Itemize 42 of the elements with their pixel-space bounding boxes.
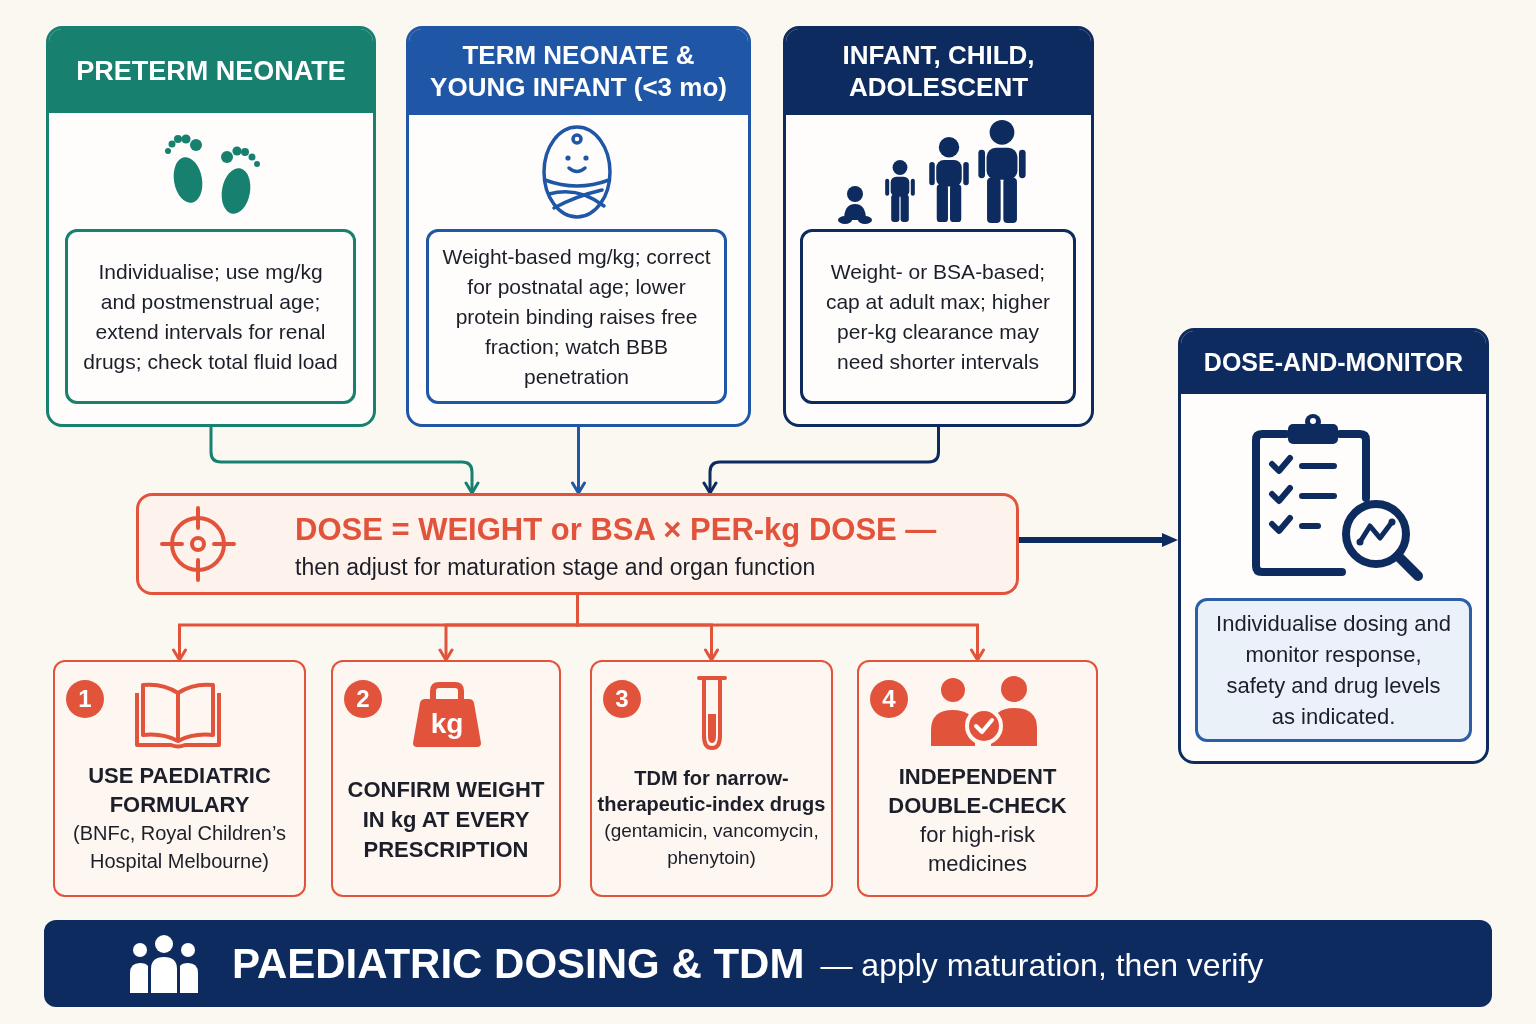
step-number: 4 [870,680,908,718]
step-note: (gentamicin, vancomycin, phenytoin) [603,818,820,870]
guidance-text: Individualise; use mg/kg and postmenstrual age; extend intervals for renal drugs; check total fluid load [82,258,339,375]
step-title: USE PAEDIATRIC FORMULARY [87,761,272,819]
guidance-text: Weight-based mg/kg; correct for postnatal age; lower protein binding raises free fraction; watch BBB penetration [441,243,712,390]
arrow [209,427,480,495]
panel-header: PRETERM NEONATE [49,29,373,113]
summary-box [1195,598,1472,742]
arrow [1019,533,1178,547]
guidance-box [65,229,356,404]
step-card [53,660,306,897]
step-note: (BNFc, Royal Children’s Hospital Melbourne) [72,820,287,874]
step-number: 2 [344,680,382,718]
formula-box [136,493,1019,595]
guidance-box [800,229,1076,404]
panel-header: INFANT, CHILD, ADOLESCENT [786,29,1091,115]
arrow [571,427,586,495]
step-number: 3 [603,680,641,718]
step-card [590,660,833,897]
step-title: TDM for narrow-therapeutic-index drugs [596,765,827,817]
step-card [331,660,561,897]
guidance-text: Individualise dosing and monitor response, safety and drug levels as indicated. [1215,610,1452,731]
formula-subtext: then adjust for maturation stage and organ function [295,553,817,582]
step-note: for high-risk medicines [919,820,1036,878]
category-panel [783,26,1094,427]
category-panel [406,26,751,427]
arrow [702,427,940,495]
arrow [576,595,985,662]
step-card [857,660,1098,897]
guidance-box [426,229,727,404]
title-banner [44,920,1492,1007]
category-panel [46,26,376,427]
panel-header: TERM NEONATE & YOUNG INFANT (<3 mo) [409,29,748,115]
guidance-text: Weight- or BSA-based; cap at adult max; higher per-kg clearance may need shorter intervals [824,258,1052,375]
unit-label: kg [430,707,464,741]
step-number: 1 [66,680,104,718]
formula-text: DOSE = WEIGHT or BSA × PER-kg DOSE — [295,511,938,549]
banner-subtitle: — apply maturation, then verify [820,945,1264,985]
step-title: CONFIRM WEIGHT IN kg AT EVERY PRESCRIPTION [346,775,546,864]
panel-header: DOSE-AND-MONITOR [1181,331,1486,394]
monitor-panel [1178,328,1489,764]
banner-title: PAEDIATRIC DOSING & TDM [232,938,805,989]
